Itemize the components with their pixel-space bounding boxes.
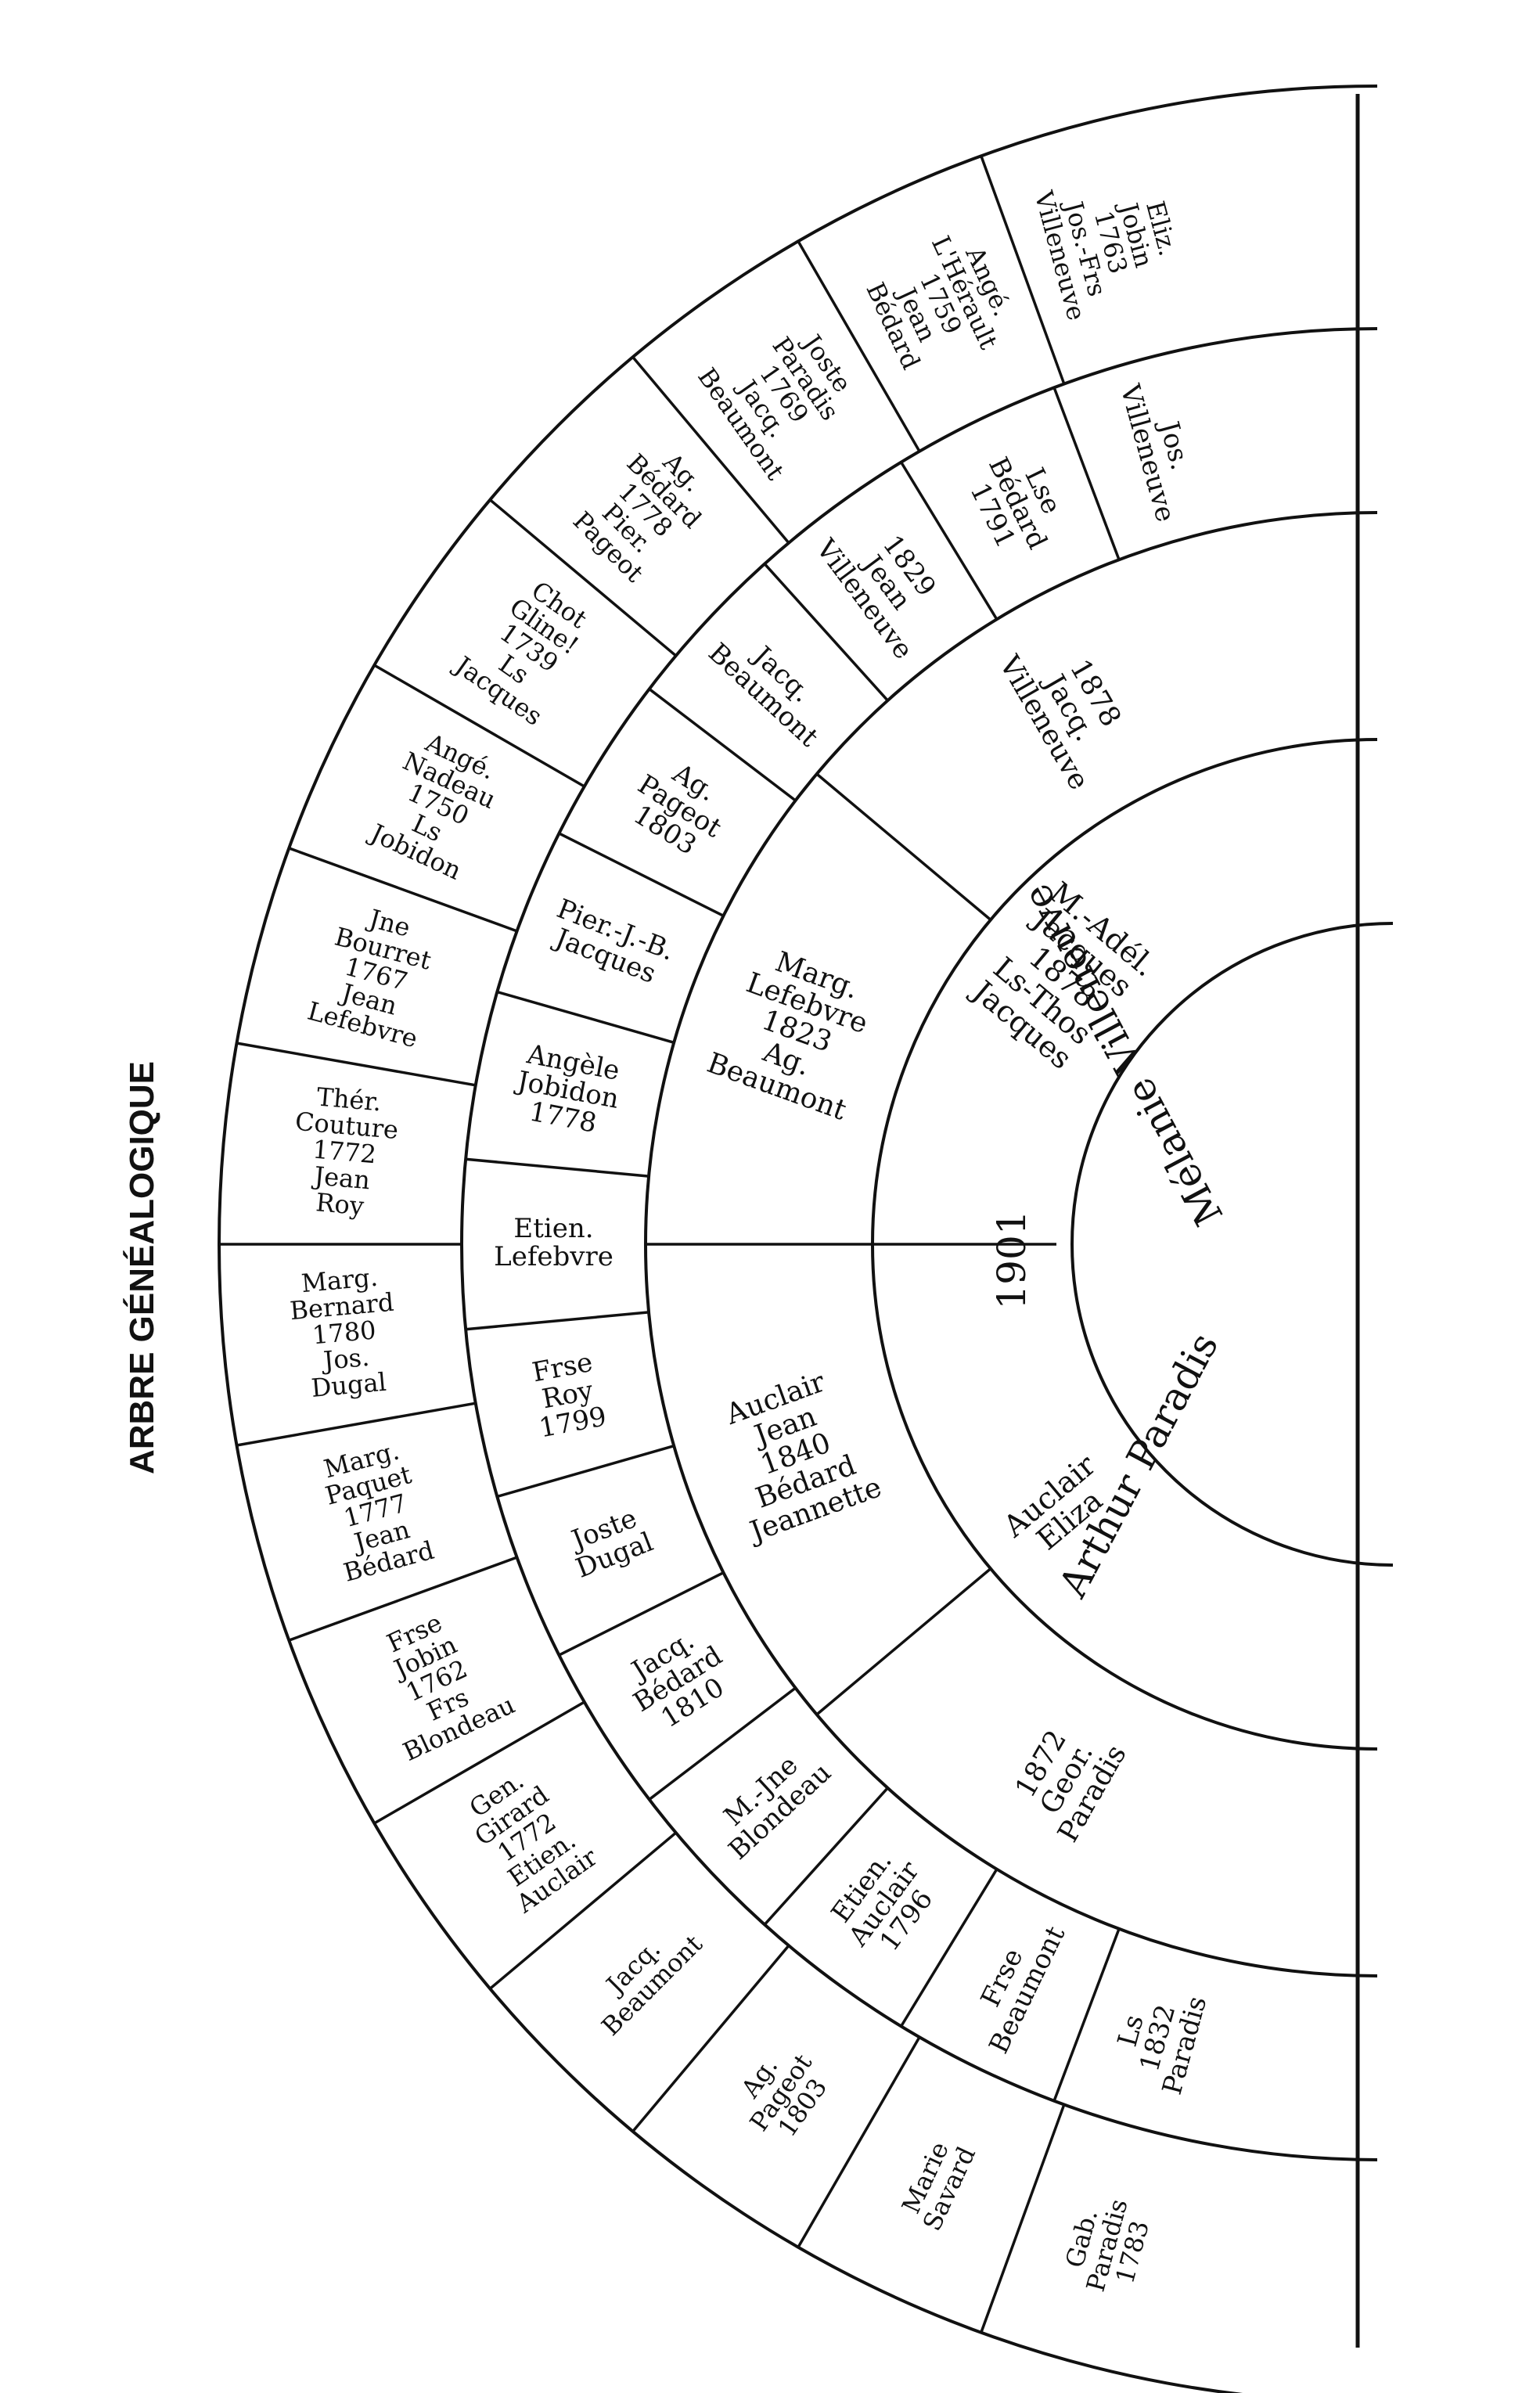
ring4-divider bbox=[631, 1945, 790, 2132]
ring3-entry-line: Lefebvre bbox=[494, 1241, 613, 1272]
ring3-divider bbox=[465, 1311, 649, 1331]
ring4-divider bbox=[288, 1556, 518, 1642]
ring3-entry: Jacq.Beaumont bbox=[702, 637, 824, 754]
ring4-entry-line: Marg. bbox=[300, 1262, 380, 1298]
ring2-divider bbox=[815, 1567, 992, 1716]
ring4-divider bbox=[236, 1042, 477, 1087]
ring3-divider bbox=[900, 1868, 998, 2028]
ring3-divider bbox=[900, 461, 998, 621]
ring3-entry: Etien.Lefebvre bbox=[494, 1213, 613, 1272]
ring3-divider bbox=[465, 1157, 649, 1178]
chart-title: ARBRE GÉNÉALOGIQUE bbox=[122, 1061, 161, 1474]
ring4-entry-line: Roy bbox=[315, 1187, 365, 1221]
ring3-entry: Jos.Villeneuve bbox=[1114, 380, 1196, 525]
center-year: 1901 bbox=[989, 1210, 1034, 1309]
ring4-entry-line: Jean bbox=[311, 1161, 371, 1195]
ring4-divider bbox=[373, 664, 585, 788]
ring4-divider bbox=[980, 155, 1066, 385]
ring3-divider bbox=[648, 688, 797, 802]
ring3-divider bbox=[558, 832, 725, 917]
ring4-divider bbox=[373, 1700, 585, 1825]
ring4-divider bbox=[980, 2103, 1066, 2334]
ring-line-r0 bbox=[1070, 922, 1394, 1567]
ring4-entry-line: Dugal bbox=[310, 1367, 387, 1403]
fan-labels: AuclairElizaM.-Adél.Jacques1878Ls-ThosJa… bbox=[289, 187, 1214, 2294]
ring3-divider bbox=[496, 1445, 675, 1499]
ring3-divider bbox=[763, 563, 889, 702]
ring3-divider bbox=[763, 1787, 889, 1926]
ring3-divider bbox=[1052, 1928, 1121, 2102]
ring-line-r3 bbox=[460, 327, 1378, 2161]
ring4-divider bbox=[489, 498, 677, 657]
ring4-entry-line: Thér. bbox=[315, 1081, 383, 1117]
ring-line-r4 bbox=[218, 85, 1378, 2393]
ring3-divider bbox=[648, 1686, 797, 1801]
ring4-entry-line: 1780 bbox=[311, 1315, 377, 1350]
ring4-entry: Jacq.Beaumont bbox=[595, 1929, 708, 2042]
ring4-entry-line: Jos. bbox=[320, 1342, 371, 1376]
ring4-divider bbox=[631, 356, 790, 544]
ring4-divider bbox=[236, 1402, 477, 1447]
ring4-divider bbox=[489, 1831, 677, 1990]
ring3-divider bbox=[496, 990, 675, 1044]
ring3-entry-line: Etien. bbox=[513, 1213, 593, 1244]
ring4-divider bbox=[288, 847, 518, 933]
ring4-divider bbox=[797, 240, 921, 452]
ring4-divider bbox=[797, 2036, 921, 2248]
ring3-divider bbox=[558, 1571, 725, 1657]
ring3-divider bbox=[1052, 387, 1121, 560]
ring4-entry-line: 1772 bbox=[311, 1134, 377, 1169]
ring2-divider bbox=[815, 772, 992, 921]
fan-dividers bbox=[219, 155, 1121, 2334]
ring3-entry: Pier.-J.-B.Jacques bbox=[549, 893, 678, 990]
fan-rings bbox=[218, 85, 1394, 2393]
